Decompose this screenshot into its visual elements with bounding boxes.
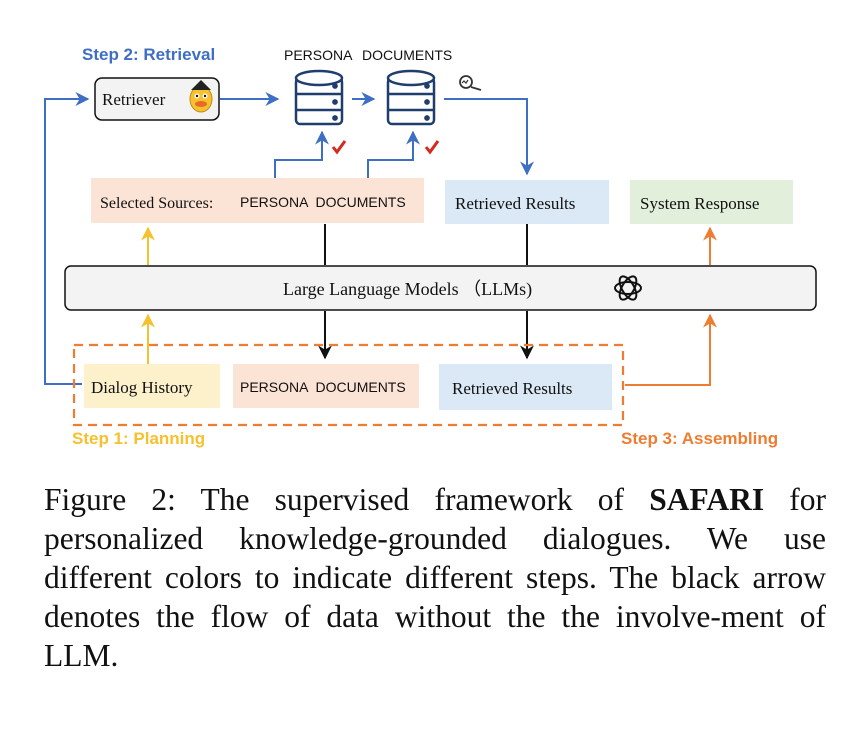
documents-database-icon — [386, 69, 436, 126]
retriever-box: Retriever — [94, 77, 220, 121]
retriever-label: Retriever — [102, 90, 166, 109]
step2-label: Step 2: Retrieval — [82, 45, 215, 64]
persona-documents-bottom: PERSONA DOCUMENTS — [240, 379, 406, 395]
documents-db-label: DOCUMENTS — [362, 47, 452, 63]
selected-sources-items: PERSONA DOCUMENTS — [240, 194, 406, 210]
step3-label: Step 3: Assembling — [621, 429, 778, 448]
retriever-character-icon — [189, 80, 213, 113]
dialog-history-box — [84, 364, 220, 408]
retrieved-results-bottom-box — [439, 364, 612, 410]
system-response-box — [630, 180, 793, 224]
selected-sources-prefix: Selected Sources: — [100, 195, 213, 212]
figure-caption: Figure 2: The supervised framework of SA… — [44, 480, 826, 675]
step1-label: Step 1: Planning — [72, 429, 205, 448]
framework-diagram: Step 2: Retrieval Step 1: Planning Step … — [44, 45, 817, 448]
caption-prefix: Figure 2: The supervised framework of — [44, 482, 650, 517]
retrieved-results-bottom: Retrieved Results — [452, 379, 572, 398]
llm-label: Large Language Models （LLMs) — [283, 279, 532, 300]
persona-db-label: PERSONA — [284, 47, 353, 63]
retrieved-results-top-box — [445, 180, 609, 224]
assembling-frame — [72, 343, 625, 427]
retrieved-results-top: Retrieved Results — [455, 194, 575, 213]
openai-logo-icon — [614, 275, 642, 301]
persona-documents-box — [233, 364, 419, 408]
caption-bold-safari: SAFARI — [649, 482, 765, 517]
system-response-label: System Response — [640, 194, 759, 213]
llm-bar — [64, 265, 817, 311]
caption-suffix: for personalized knowledge-grounded dial… — [44, 482, 827, 673]
persona-checkmark-icon — [331, 140, 347, 155]
persona-database-icon — [294, 69, 344, 126]
dialog-history-label: Dialog History — [91, 378, 193, 397]
search-magnifier-icon — [459, 75, 482, 91]
documents-checkmark-icon — [424, 140, 440, 155]
selected-sources-box — [91, 178, 424, 223]
